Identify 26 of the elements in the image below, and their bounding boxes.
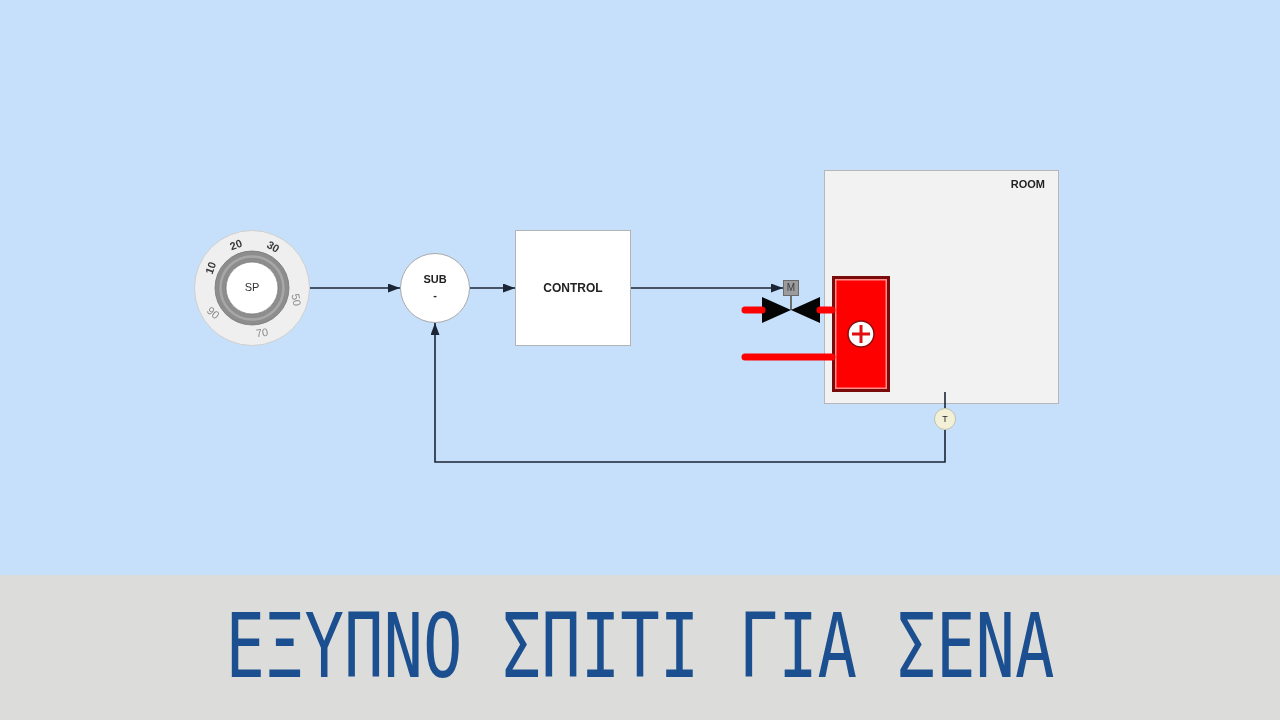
heater-block: [832, 276, 890, 392]
scale-number: 90: [205, 304, 222, 322]
scale-number: 10: [203, 260, 218, 276]
scale-number: 50: [289, 292, 303, 307]
junction-label: SUB: [423, 272, 447, 288]
pipe: [816, 306, 836, 314]
diagram-title: ΕΞΥΠΝΟ ΣΠΙΤΙ ΓΙΑ ΣΕΝΑ: [225, 603, 1055, 691]
room-panel: [824, 170, 1059, 404]
actuator-label: M: [786, 283, 796, 293]
feedback-arrow: [430, 322, 946, 463]
controller-block: [515, 230, 631, 346]
valve-symbol: [762, 296, 820, 323]
sensor-label: T: [942, 414, 948, 424]
scale-number: 20: [228, 237, 244, 253]
block-label: CONTROL: [543, 280, 603, 296]
pipe: [741, 353, 836, 361]
sensor-probe-line: [944, 391, 946, 409]
arrow: [630, 283, 784, 293]
scale-number: 30: [264, 239, 281, 255]
minus-sign: -: [433, 288, 437, 303]
pipe: [741, 306, 766, 314]
arrow: [309, 283, 401, 293]
arrow: [469, 283, 516, 293]
dial-label: SP: [244, 281, 260, 295]
room-label: ROOM: [1010, 178, 1045, 192]
scale-number: 70: [255, 326, 270, 340]
